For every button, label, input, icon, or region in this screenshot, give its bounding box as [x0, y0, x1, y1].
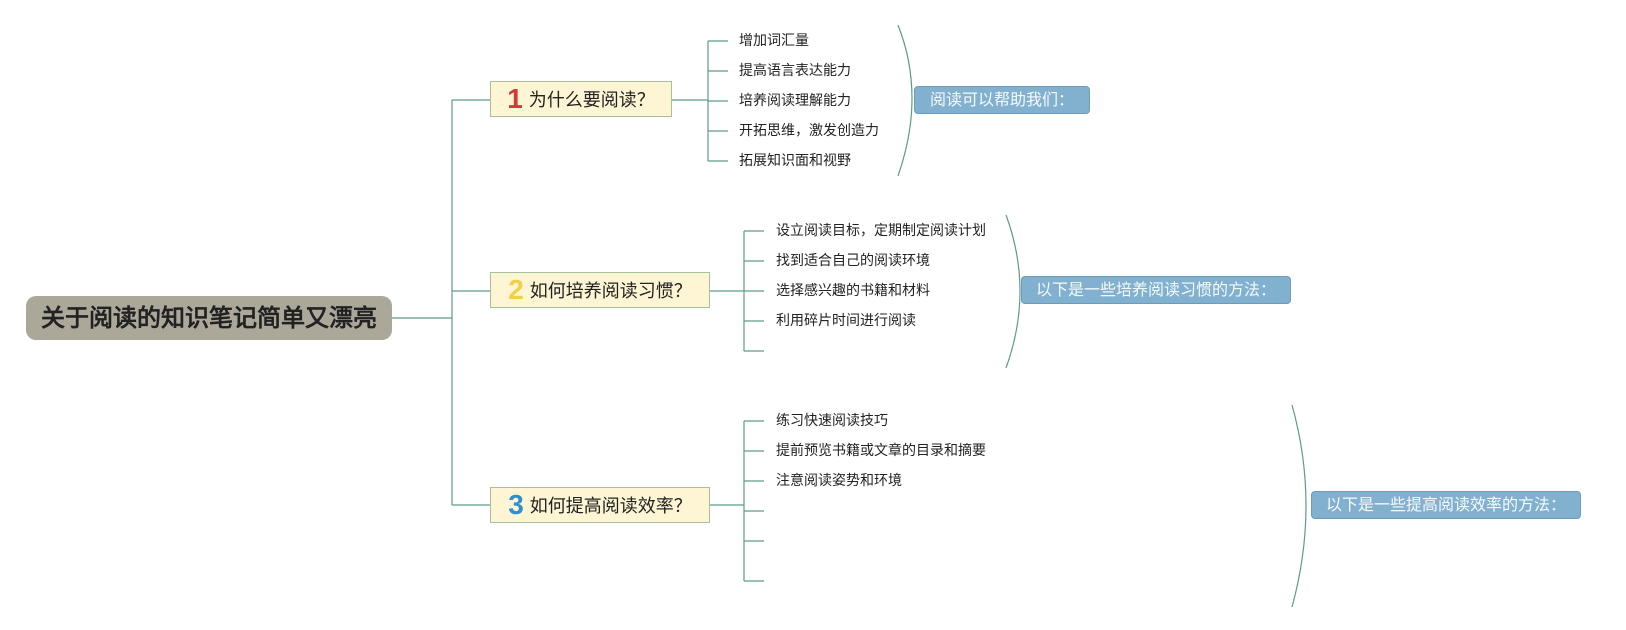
leaf-item[interactable]: 练习快速阅读技巧	[776, 413, 888, 429]
leaf-item[interactable]: 提高语言表达能力	[739, 63, 851, 79]
branch-number-1: 1	[507, 83, 523, 114]
summary-box-improve-efficiency[interactable]: 以下是一些提高阅读效率的方法：	[1311, 491, 1581, 519]
leaf-item[interactable]: 拓展知识面和视野	[739, 153, 851, 169]
summary-brace-2	[1005, 214, 1021, 369]
branch-number-2: 2	[508, 274, 524, 305]
summary-brace-3	[1291, 404, 1307, 608]
branch-title: 如何培养阅读习惯？	[529, 281, 692, 302]
root-topic[interactable]: 关于阅读的知识笔记简单又漂亮	[26, 296, 392, 340]
leaf-item[interactable]: 注意阅读姿势和环境	[776, 473, 902, 489]
summary-box-why-read[interactable]: 阅读可以帮助我们：	[914, 86, 1090, 114]
summary-brace-1	[897, 24, 913, 177]
leaf-item[interactable]: 开拓思维，激发创造力	[739, 123, 879, 139]
summary-box-build-habit[interactable]: 以下是一些培养阅读习惯的方法：	[1021, 276, 1291, 304]
branch-topic-build-habit[interactable]: 2 如何培养阅读习惯？	[490, 272, 710, 308]
leaf-item[interactable]: 设立阅读目标，定期制定阅读计划	[776, 223, 986, 239]
leaf-item[interactable]: 选择感兴趣的书籍和材料	[776, 283, 930, 299]
branch-topic-why-read[interactable]: 1 为什么要阅读？	[490, 81, 672, 117]
leaf-item[interactable]: 找到适合自己的阅读环境	[776, 253, 930, 269]
branch-number-3: 3	[508, 489, 524, 520]
branch-topic-improve-efficiency[interactable]: 3 如何提高阅读效率？	[490, 487, 710, 523]
branch-title: 为什么要阅读？	[528, 90, 655, 111]
leaf-item[interactable]: 增加词汇量	[739, 33, 809, 49]
leaf-item[interactable]: 培养阅读理解能力	[739, 93, 851, 109]
leaf-item[interactable]: 利用碎片时间进行阅读	[776, 313, 916, 329]
leaf-item[interactable]: 提前预览书籍或文章的目录和摘要	[776, 443, 986, 459]
branch-title: 如何提高阅读效率？	[529, 496, 692, 517]
